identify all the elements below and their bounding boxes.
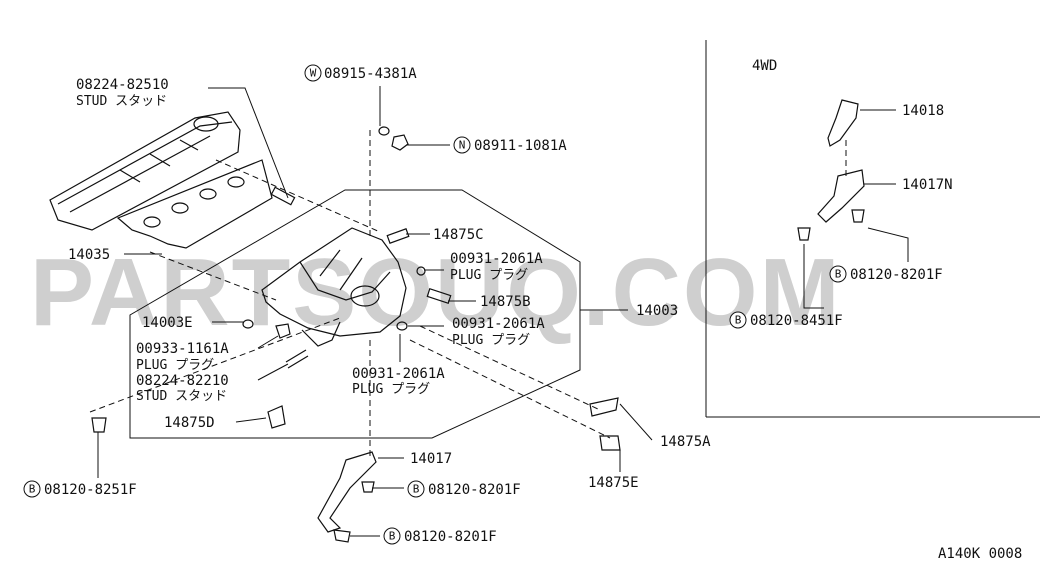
label-14003E: 14003E <box>142 315 193 331</box>
symbol-n: N <box>453 136 471 154</box>
svg-text:B: B <box>735 314 742 327</box>
label-14875A: 14875A <box>660 434 711 450</box>
svg-text:W: W <box>310 67 317 80</box>
symbol-b-1: B <box>23 480 41 498</box>
label-plug-name-3: PLUG プラグ <box>136 358 214 373</box>
inset-parts-drawing <box>797 99 865 241</box>
assembly-boundary <box>129 189 581 439</box>
inset-title: 4WD <box>752 58 777 74</box>
label-08120-8201F-2: 08120-8201F <box>404 529 497 545</box>
inset-4wd-frame <box>705 40 1040 418</box>
label-08911-1081A: 08911-1081A <box>474 138 567 154</box>
watermark: PARTSOUQ.COM <box>30 239 842 346</box>
label-08120-8201F-3: 08120-8201F <box>850 267 943 283</box>
label-14017: 14017 <box>410 451 452 467</box>
label-14875D: 14875D <box>164 415 215 431</box>
symbol-b-5: B <box>729 311 747 329</box>
label-plug-name-1: PLUG プラグ <box>450 268 528 283</box>
symbol-w: W <box>304 64 322 82</box>
label-14018: 14018 <box>902 103 944 119</box>
symbol-b-2: B <box>407 480 425 498</box>
label-08120-8451F: 08120-8451F <box>750 313 843 329</box>
label-08120-8201F-1: 08120-8201F <box>428 482 521 498</box>
label-14875E: 14875E <box>588 475 639 491</box>
label-plug-00931-2061A-1: 00931-2061A <box>450 251 543 267</box>
label-plug-00931-2061A-3: 00931-2061A <box>352 366 445 382</box>
valve-cover-drawing <box>49 111 241 231</box>
label-stud-name-1: STUD スタッド <box>76 94 167 109</box>
label-plug-00933-1161A: 00933-1161A <box>136 341 229 357</box>
svg-text:B: B <box>835 268 842 281</box>
symbol-b-4: B <box>829 265 847 283</box>
label-08120-8251F: 08120-8251F <box>44 482 137 498</box>
symbol-b-3: B <box>383 527 401 545</box>
fitting-drawings <box>91 126 621 451</box>
label-plug-name-2: PLUG プラグ <box>452 333 530 348</box>
label-stud-08224-82210: 08224-82210 <box>136 373 229 389</box>
diagram-code: A140K 0008 <box>938 546 1022 562</box>
label-14875B: 14875B <box>480 294 531 310</box>
svg-text:B: B <box>413 483 420 496</box>
intake-manifold-drawing <box>261 227 407 347</box>
label-08915-4381A: 08915-4381A <box>324 66 417 82</box>
svg-text:N: N <box>459 139 466 152</box>
svg-text:B: B <box>29 483 36 496</box>
label-14035: 14035 <box>68 247 110 263</box>
label-stud-08224-82510: 08224-82510 <box>76 77 169 93</box>
manifold-gasket-drawing <box>116 159 273 249</box>
label-14017N: 14017N <box>902 177 953 193</box>
label-stud-name-2: STUD スタッド <box>136 389 227 404</box>
bracket-14017-drawing <box>317 451 377 543</box>
label-plug-name-4: PLUG プラグ <box>352 382 430 397</box>
label-14003: 14003 <box>636 303 678 319</box>
label-14875C: 14875C <box>433 227 484 243</box>
leader-lines <box>97 86 909 537</box>
svg-text:B: B <box>389 530 396 543</box>
assembly-dash-lines <box>89 130 847 456</box>
label-plug-00931-2061A-2: 00931-2061A <box>452 316 545 332</box>
